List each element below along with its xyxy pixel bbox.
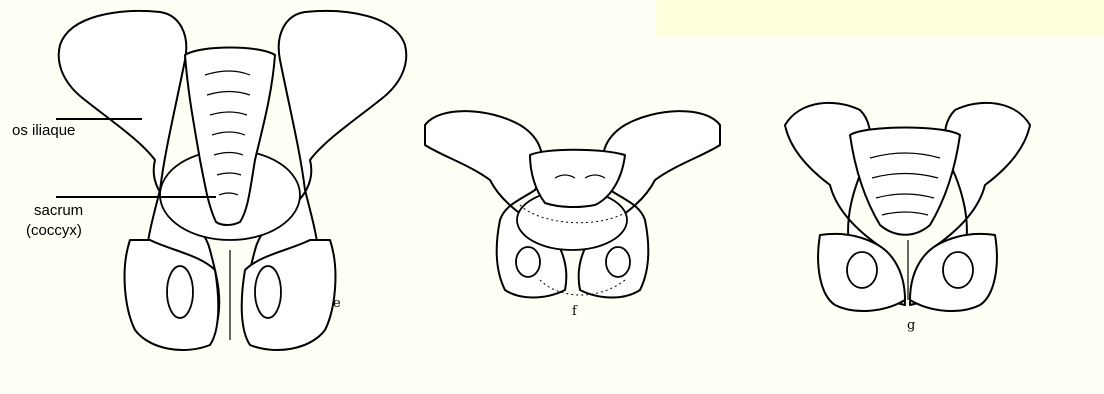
- figure-g-label: g: [907, 318, 915, 333]
- figure-f-label: f: [572, 304, 577, 319]
- pelvis-g-sacrum: [850, 128, 960, 235]
- pelvis-f-right-obturator: [606, 247, 630, 277]
- pelvis-g-left-obturator: [847, 252, 877, 288]
- sacrum-leader-line: [56, 196, 216, 198]
- os-iliaque-label: os iliaque: [12, 122, 75, 139]
- pelvis-e: [59, 11, 407, 350]
- pelvis-f: [425, 111, 720, 297]
- pelvis-g-right-obturator: [943, 252, 973, 288]
- sacrum-label: sacrum: [34, 202, 83, 219]
- os-iliaque-leader-line: [56, 118, 142, 120]
- pelvis-e-right-obturator: [255, 266, 281, 318]
- coccyx-label: (coccyx): [26, 222, 82, 239]
- pelvis-f-left-obturator: [516, 247, 540, 277]
- figure-e-label: e: [333, 296, 341, 311]
- pelvis-e-left-obturator: [167, 266, 193, 318]
- pelvis-g: [785, 103, 1030, 311]
